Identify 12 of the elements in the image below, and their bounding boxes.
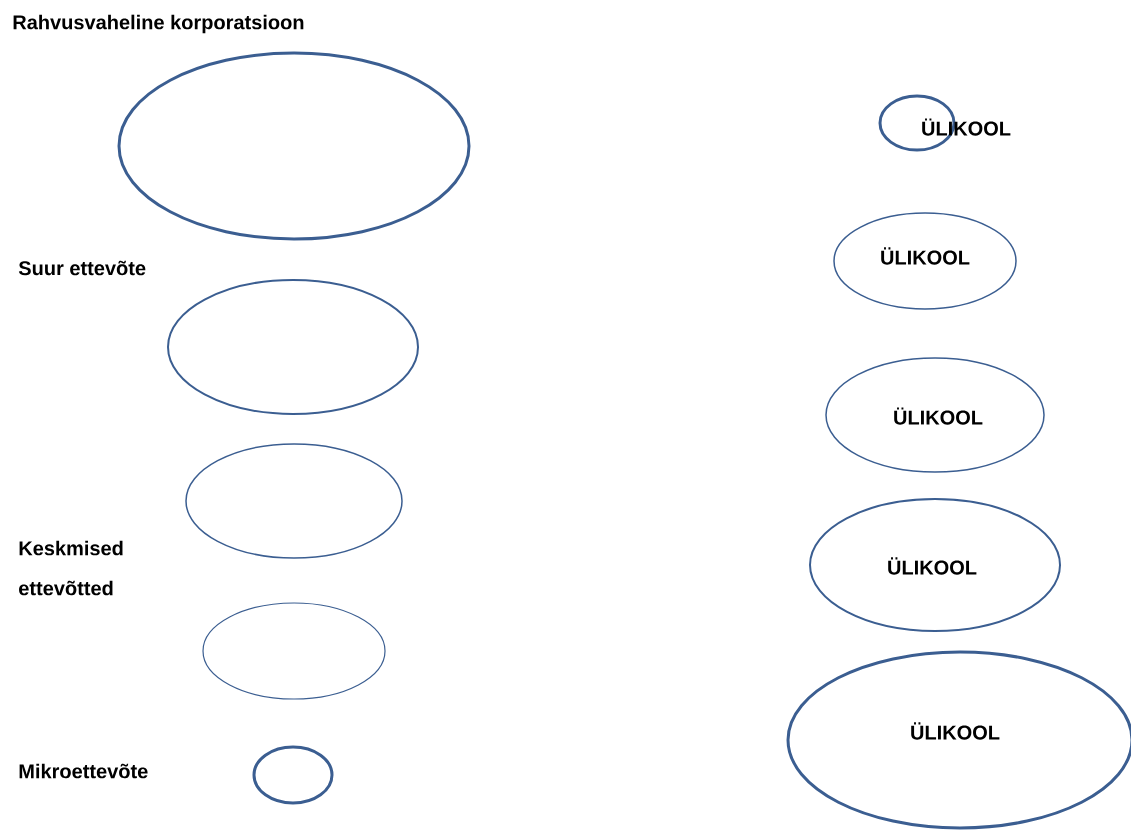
ellipse — [117, 51, 471, 241]
label: Keskmised ettevõtted — [19, 540, 123, 596]
ellipse — [252, 745, 334, 805]
ellipse-node: ÜLIKOOL — [809, 498, 1061, 632]
ellipse — [185, 443, 403, 559]
ellipse-node: ÜLIKOOL — [825, 357, 1045, 473]
label: Mikroettevõte — [19, 763, 148, 779]
ellipse — [202, 602, 386, 700]
label: Suur ettevõte — [18, 260, 146, 276]
ellipse-node: ÜLIKOOL — [833, 212, 1017, 310]
label: Rahvusvaheline korporatsioon — [13, 14, 304, 34]
ellipse — [167, 279, 419, 415]
